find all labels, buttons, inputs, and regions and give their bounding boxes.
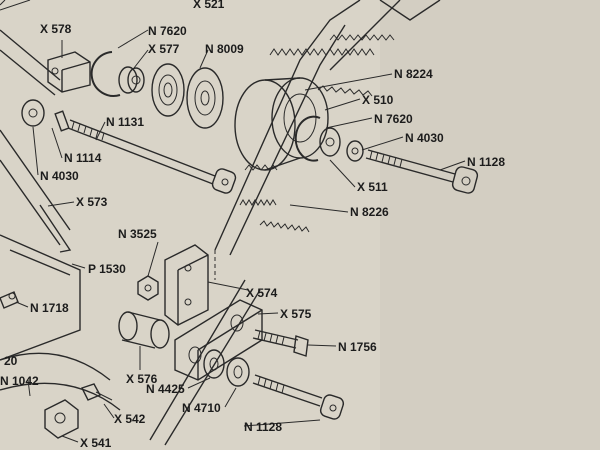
label-n8226: N 8226 [350,205,389,219]
part-n4030-washer-right [346,140,364,162]
label-n4030-right: N 4030 [405,131,444,145]
label-x542: X 542 [114,412,146,426]
label-x575: X 575 [280,307,312,321]
label-x578: X 578 [40,22,72,36]
part-n4030-washer-left [21,99,45,127]
part-x574-plate [164,244,209,326]
label-n8009: N 8009 [205,42,244,56]
part-x576-bushing [118,311,170,349]
label-n1128-bottom: N 1128 [244,420,282,434]
part-x541-clamp [44,399,79,439]
part-n7620-circlip-top [90,51,121,97]
part-n1128-bolt-bottom [252,374,345,420]
paper-shade [380,0,600,450]
part-n4425-washer [203,349,225,379]
part-x542-nut [81,383,113,401]
part-x577-spacer [118,66,145,94]
label-n1131: N 1131 [106,115,144,129]
part-x578-block [47,51,91,132]
label-n7620-mid: N 7620 [374,112,413,126]
label-x521: X 521 [193,0,225,11]
label-n7620-top: N 7620 [148,24,187,38]
part-n7620-circlip-mid [294,115,321,162]
part-n1718-screw [0,291,19,309]
callout-labels: X 521 X 578 N 7620 X 577 N 8009 N 8224 X… [0,0,505,450]
label-n3525: N 3525 [118,227,157,241]
label-x574: X 574 [246,286,278,300]
part-n1131-long-bolt [67,119,237,194]
chain-belts [239,34,395,233]
part-n8009-bearings [151,63,224,129]
label-p1530: P 1530 [88,262,126,276]
label-n8224: N 8224 [394,67,433,81]
label-n1042: N 1042 [0,374,39,388]
part-n1756-screw [252,329,309,357]
label-x541: X 541 [80,436,112,450]
label-x573: X 573 [76,195,108,209]
label-n4425: N 4425 [146,382,185,396]
part-x510-pulley [234,77,329,171]
label-n4710: N 4710 [182,401,221,415]
label-n4030-left: N 4030 [40,169,79,183]
label-n1718: N 1718 [30,301,69,315]
label-x577: X 577 [148,42,180,56]
part-x511-hub [319,127,341,157]
leader-lines [15,29,466,443]
label-n1128-right: N 1128 [467,155,505,169]
part-n4710-washer [226,357,250,387]
label-n1114: N 1114 [64,151,102,165]
label-x510: X 510 [362,93,394,107]
label-n1756: N 1756 [338,340,377,354]
label-x511: X 511 [357,180,388,194]
label-x576: X 576 [126,372,158,386]
label-20: 20 [4,354,18,368]
